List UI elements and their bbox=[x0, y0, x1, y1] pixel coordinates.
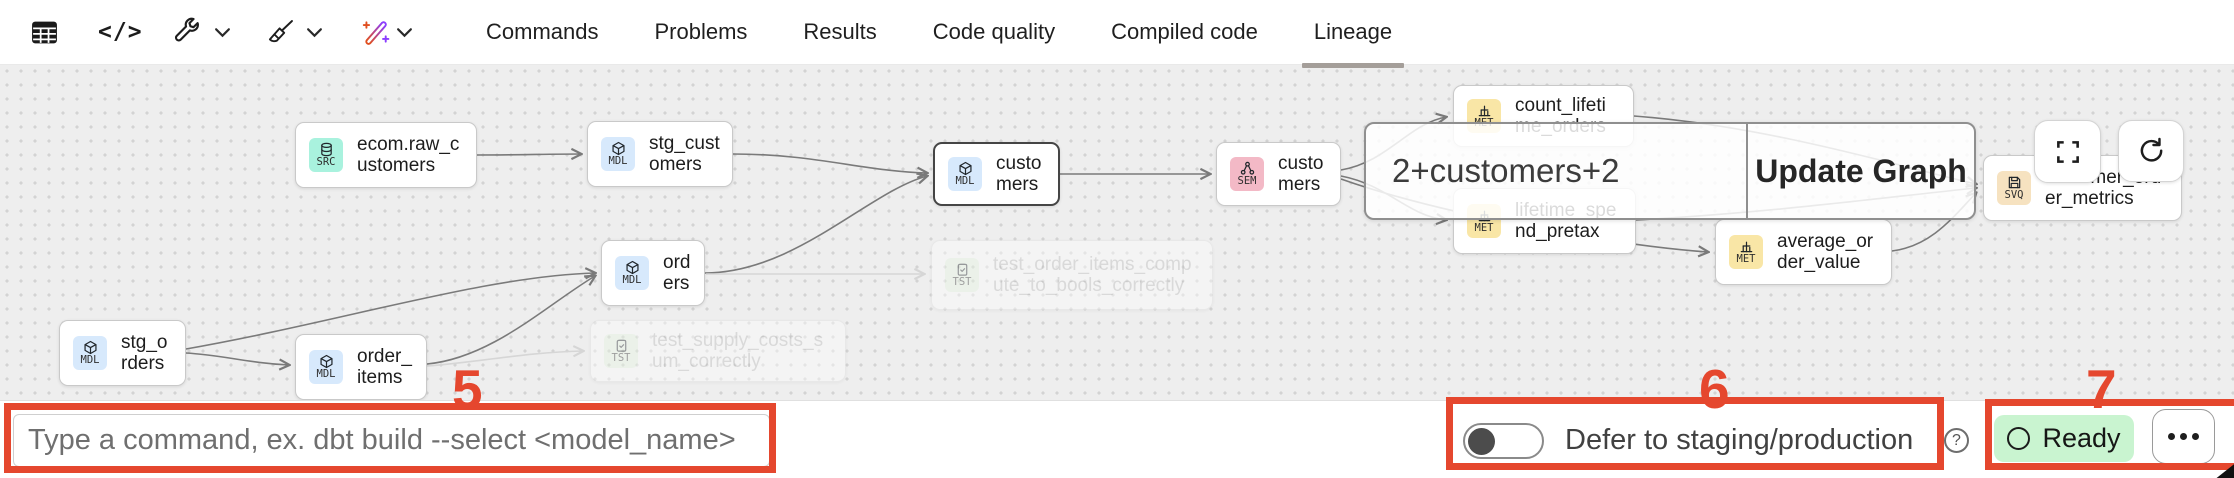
node-type-badge: MDL bbox=[601, 137, 635, 171]
table-icon[interactable] bbox=[30, 0, 59, 64]
lineage-node-test_order_items_compute_to_bools_correctly[interactable]: TST test_order_items_compute_to_bools_co… bbox=[931, 240, 1213, 310]
status-label: Ready bbox=[2042, 423, 2121, 453]
node-type-badge: SRC bbox=[309, 138, 343, 172]
status-circle-icon bbox=[2007, 427, 2031, 450]
lineage-node-ecom.raw_customers[interactable]: SRC ecom.raw_customers bbox=[295, 122, 477, 188]
node-type-badge: TST bbox=[945, 258, 979, 292]
cube-icon bbox=[625, 260, 639, 275]
lineage-canvas[interactable]: SRC ecom.raw_customers MDL stg_customers… bbox=[0, 64, 2234, 400]
cube-icon bbox=[83, 340, 97, 355]
tab-lineage[interactable]: Lineage bbox=[1286, 0, 1420, 68]
tab-compiled-code[interactable]: Compiled code bbox=[1111, 19, 1258, 44]
test-clipboard-icon bbox=[616, 339, 626, 352]
magic-wand-icon[interactable] bbox=[358, 0, 392, 64]
toggle-knob bbox=[1468, 427, 1495, 455]
chevron-down-icon[interactable] bbox=[214, 0, 231, 64]
defer-toggle[interactable] bbox=[1463, 423, 1544, 459]
lineage-node-orders[interactable]: MDL orders bbox=[601, 240, 705, 306]
database-icon bbox=[320, 142, 332, 157]
chevron-down-icon[interactable] bbox=[396, 0, 413, 64]
edge-stg_orders-to-order_items bbox=[185, 352, 289, 365]
tab-code-quality[interactable]: Code quality bbox=[932, 19, 1056, 44]
edge-order_items-to-orders bbox=[426, 276, 595, 365]
command-input[interactable] bbox=[13, 414, 770, 467]
edge-orders-to-customers bbox=[704, 176, 927, 274]
lineage-node-stg_orders[interactable]: MDL stg_orders bbox=[59, 320, 186, 386]
node-type-badge: MDL bbox=[948, 157, 982, 191]
ellipsis-icon bbox=[2168, 433, 2175, 440]
lineage-node-stg_customers[interactable]: MDL stg_customers bbox=[587, 121, 733, 187]
semantic-network-icon bbox=[1240, 161, 1254, 175]
lineage-node-test_supply_costs_sum_correctly[interactable]: TST test_supply_costs_sum_correctly bbox=[590, 320, 846, 382]
edge-order_items-to-test_supply_costs_sum_correctly bbox=[426, 351, 583, 367]
node-type-badge: SVQ bbox=[1997, 171, 2031, 205]
tab-problems[interactable]: Problems bbox=[654, 19, 748, 44]
defer-label: Defer to staging/production bbox=[1565, 423, 1914, 456]
lineage-node-customers_sem[interactable]: SEM customers bbox=[1216, 142, 1341, 206]
lineage-node-average_order_value[interactable]: MET average_order_value bbox=[1715, 219, 1892, 285]
more-options-button[interactable] bbox=[2152, 409, 2215, 464]
code-icon[interactable]: </> bbox=[98, 0, 143, 64]
edge-ecom.raw_customers-to-stg_customers bbox=[476, 154, 581, 155]
node-type-badge: MDL bbox=[309, 350, 343, 384]
tab-results[interactable]: Results bbox=[803, 19, 877, 44]
fullscreen-icon bbox=[2056, 140, 2079, 163]
cube-icon bbox=[611, 141, 625, 156]
node-type-badge: TST bbox=[604, 334, 638, 368]
bar-chart-icon bbox=[1478, 105, 1490, 117]
edge-stg_orders-to-orders bbox=[185, 273, 595, 350]
code-glyph: </> bbox=[98, 19, 143, 45]
node-type-badge: MDL bbox=[73, 336, 107, 370]
bottom-command-bar: Defer to staging/production ? Ready bbox=[0, 400, 2234, 478]
panel-tabs: Commands Problems Results Code quality Compi… bbox=[458, 0, 1420, 68]
edge-stg_customers-to-customers bbox=[732, 153, 927, 173]
bar-chart-icon bbox=[1740, 241, 1752, 253]
saved-query-icon bbox=[2008, 176, 2020, 189]
selector-divider bbox=[1745, 124, 1748, 218]
broom-icon[interactable] bbox=[266, 0, 296, 64]
test-clipboard-icon bbox=[957, 263, 967, 276]
node-type-badge: MDL bbox=[615, 256, 649, 290]
selector-query-input[interactable]: 2+customers+2 bbox=[1392, 152, 1620, 189]
lineage-node-order_items[interactable]: MDL order_items bbox=[295, 334, 427, 400]
refresh-icon bbox=[2140, 137, 2163, 162]
refresh-button[interactable] bbox=[2118, 120, 2184, 182]
wrench-icon[interactable] bbox=[172, 0, 202, 64]
cube-icon bbox=[319, 354, 333, 369]
tab-commands[interactable]: Commands bbox=[486, 19, 599, 44]
graph-selector-overlay: 2+customers+2 Update Graph bbox=[1364, 122, 1976, 220]
node-type-badge: MET bbox=[1729, 235, 1763, 269]
node-type-badge: SEM bbox=[1230, 157, 1264, 191]
help-icon[interactable]: ? bbox=[1944, 428, 1969, 453]
chevron-down-icon[interactable] bbox=[306, 0, 323, 64]
update-graph-button[interactable]: Update Graph bbox=[1755, 152, 1967, 189]
fullscreen-button[interactable] bbox=[2034, 120, 2101, 183]
cube-icon bbox=[958, 161, 972, 176]
lineage-node-customers[interactable]: MDL customers bbox=[933, 142, 1060, 206]
status-ready-button[interactable]: Ready bbox=[1994, 415, 2134, 462]
